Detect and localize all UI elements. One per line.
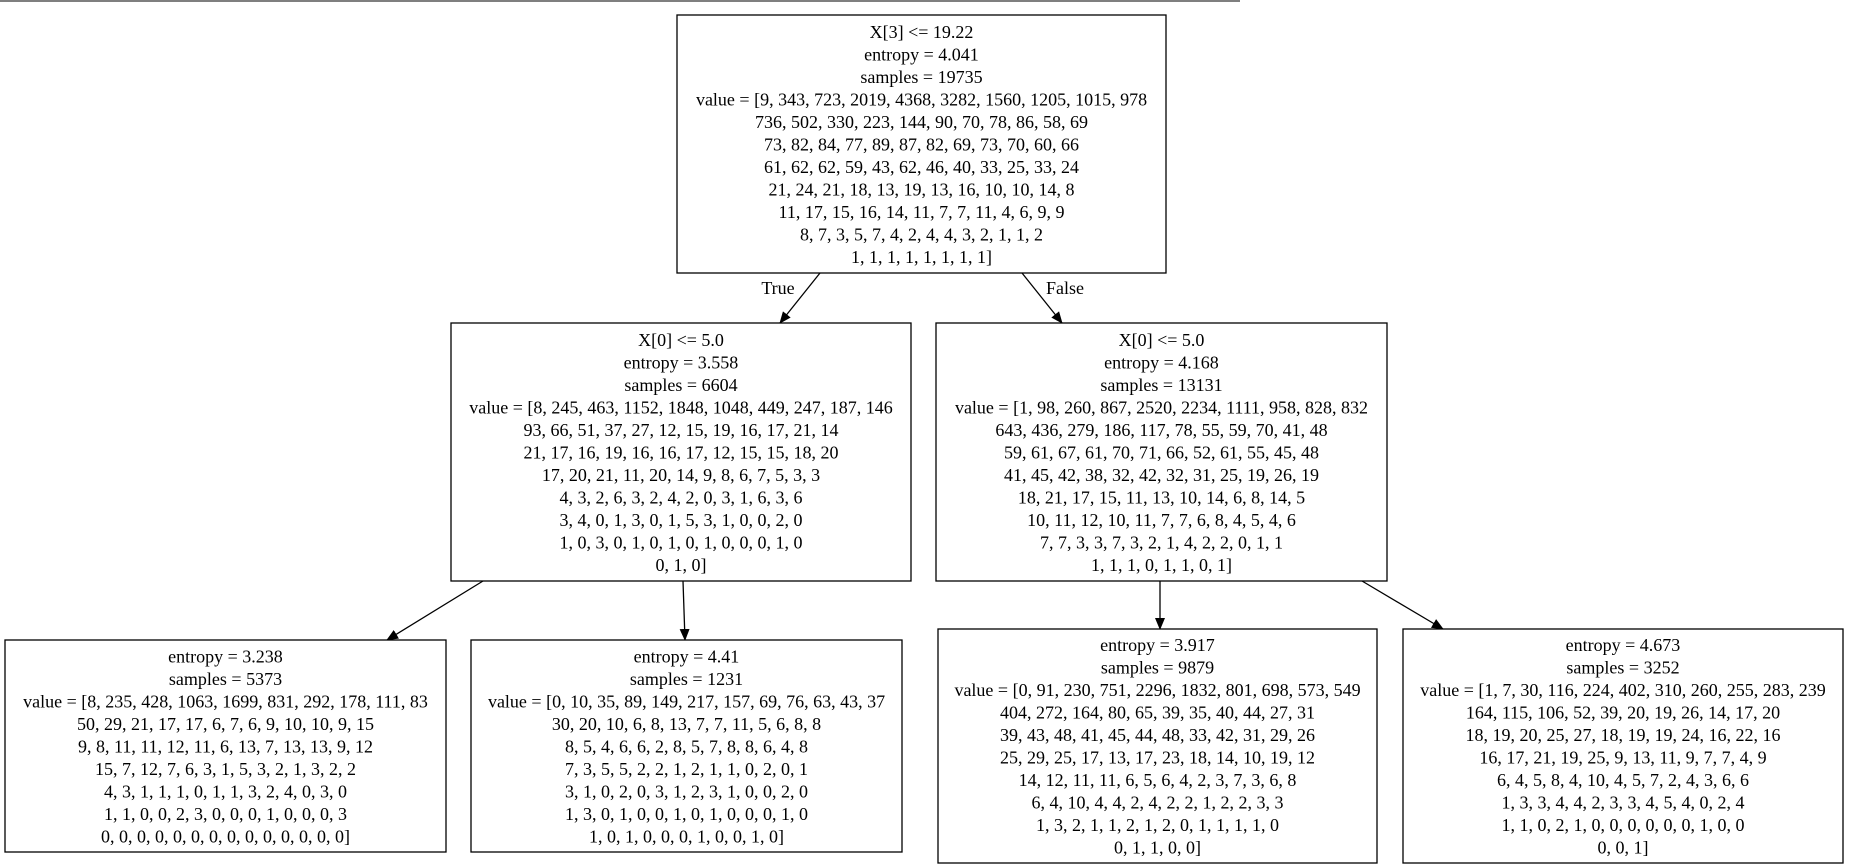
node-line-right-1: entropy = 4.168: [1104, 352, 1219, 372]
edge-right-to-leaf-rr: [1361, 580, 1444, 630]
node-line-left-10: 0, 1, 0]: [656, 555, 707, 575]
node-line-leaf-rr-5: 16, 17, 21, 19, 25, 9, 13, 11, 9, 7, 7, …: [1479, 748, 1766, 768]
node-line-leaf-ll-1: samples = 5373: [169, 669, 282, 689]
edge-label-true: True: [761, 278, 794, 298]
node-line-right-0: X[0] <= 5.0: [1119, 330, 1205, 350]
node-line-left-7: 4, 3, 2, 6, 3, 2, 4, 2, 0, 3, 1, 6, 3, 6: [560, 487, 803, 507]
node-line-left-2: samples = 6604: [624, 375, 737, 395]
node-line-leaf-rr-8: 1, 1, 0, 2, 1, 0, 0, 0, 0, 0, 0, 1, 0, 0: [1502, 815, 1745, 835]
node-line-right-6: 41, 45, 42, 38, 32, 42, 32, 31, 25, 19, …: [1004, 465, 1319, 485]
node-line-leaf-lr-0: entropy = 4.41: [634, 646, 740, 666]
node-line-leaf-lr-4: 8, 5, 4, 6, 6, 2, 8, 5, 7, 8, 8, 6, 4, 8: [565, 736, 808, 756]
node-line-leaf-ll-3: 50, 29, 21, 17, 17, 6, 7, 6, 9, 10, 10, …: [77, 714, 374, 734]
node-line-root-7: 21, 24, 21, 18, 13, 19, 13, 16, 10, 10, …: [769, 179, 1075, 199]
edges-layer: True False: [386, 272, 1444, 641]
node-line-leaf-ll-7: 1, 1, 0, 0, 2, 3, 0, 0, 0, 1, 0, 0, 0, 3: [104, 804, 347, 824]
node-line-left-5: 21, 17, 16, 19, 16, 16, 17, 12, 15, 15, …: [524, 442, 839, 462]
node-line-leaf-lr-8: 1, 0, 1, 0, 0, 0, 1, 0, 0, 1, 0]: [589, 826, 784, 846]
node-line-left-8: 3, 4, 0, 1, 3, 0, 1, 5, 3, 1, 0, 0, 2, 0: [560, 510, 803, 530]
edge-root-to-left: [779, 272, 821, 324]
edge-left-to-leaf-ll: [386, 580, 484, 641]
node-line-leaf-lr-3: 30, 20, 10, 6, 8, 13, 7, 7, 11, 5, 6, 8,…: [552, 714, 821, 734]
node-line-leaf-ll-2: value = [8, 235, 428, 1063, 1699, 831, 2…: [23, 691, 428, 711]
node-line-leaf-rl-9: 0, 1, 1, 0, 0]: [1114, 838, 1201, 858]
node-line-root-0: X[3] <= 19.22: [870, 22, 974, 42]
node-box-left: [450, 322, 912, 582]
node-line-leaf-ll-8: 0, 0, 0, 0, 0, 0, 0, 0, 0, 0, 0, 0, 0, 0…: [101, 826, 350, 846]
node-box-leaf-ll: [4, 639, 447, 853]
node-line-leaf-rr-6: 6, 4, 5, 8, 4, 10, 4, 5, 7, 2, 4, 3, 6, …: [1497, 770, 1749, 790]
node-line-leaf-rr-9: 0, 0, 1]: [1598, 838, 1649, 858]
node-line-right-4: 643, 436, 279, 186, 117, 78, 55, 59, 70,…: [995, 420, 1327, 440]
node-line-leaf-rl-4: 39, 43, 48, 41, 45, 44, 48, 33, 42, 31, …: [1000, 725, 1315, 745]
node-line-leaf-rl-0: entropy = 3.917: [1100, 635, 1215, 655]
node-line-leaf-ll-4: 9, 8, 11, 11, 12, 11, 6, 13, 7, 13, 13, …: [78, 736, 373, 756]
node-line-leaf-rl-3: 404, 272, 164, 80, 65, 39, 35, 40, 44, 2…: [1000, 703, 1315, 723]
node-line-left-4: 93, 66, 51, 37, 27, 12, 15, 19, 16, 17, …: [524, 420, 839, 440]
node-line-leaf-lr-6: 3, 1, 0, 2, 0, 3, 1, 2, 3, 1, 0, 0, 2, 0: [565, 781, 808, 801]
node-line-left-0: X[0] <= 5.0: [638, 330, 724, 350]
node-line-leaf-ll-0: entropy = 3.238: [168, 646, 283, 666]
node-line-right-7: 18, 21, 17, 15, 11, 13, 10, 14, 6, 8, 14…: [1018, 487, 1305, 507]
node-line-root-1: entropy = 4.041: [864, 44, 979, 64]
node-line-leaf-ll-5: 15, 7, 12, 7, 6, 3, 1, 5, 3, 2, 1, 3, 2,…: [95, 759, 356, 779]
node-line-leaf-rl-1: samples = 9879: [1101, 658, 1214, 678]
node-line-right-8: 10, 11, 12, 10, 11, 7, 7, 6, 8, 4, 5, 4,…: [1027, 510, 1296, 530]
node-box-leaf-rl: [937, 628, 1378, 864]
node-line-root-10: 1, 1, 1, 1, 1, 1, 1, 1]: [851, 247, 992, 267]
node-box-leaf-rr: [1402, 628, 1844, 864]
node-line-right-3: value = [1, 98, 260, 867, 2520, 2234, 11…: [955, 397, 1368, 417]
node-line-leaf-rl-6: 14, 12, 11, 11, 6, 5, 6, 4, 2, 3, 7, 3, …: [1019, 770, 1297, 790]
node-line-leaf-lr-5: 7, 3, 5, 5, 2, 2, 1, 2, 1, 1, 0, 2, 0, 1: [565, 759, 808, 779]
node-line-root-3: value = [9, 343, 723, 2019, 4368, 3282, …: [696, 89, 1147, 109]
node-line-leaf-lr-1: samples = 1231: [630, 669, 743, 689]
node-line-left-3: value = [8, 245, 463, 1152, 1848, 1048, …: [469, 397, 892, 417]
node-line-leaf-rl-5: 25, 29, 25, 17, 13, 17, 23, 18, 14, 10, …: [1000, 748, 1315, 768]
node-box-root: [676, 14, 1167, 274]
node-line-root-8: 11, 17, 15, 16, 14, 11, 7, 7, 11, 4, 6, …: [779, 202, 1065, 222]
node-line-root-2: samples = 19735: [860, 67, 982, 87]
node-line-leaf-rr-4: 18, 19, 20, 25, 27, 18, 19, 19, 24, 16, …: [1466, 725, 1781, 745]
node-line-leaf-rl-7: 6, 4, 10, 4, 4, 2, 4, 2, 2, 1, 2, 2, 3, …: [1032, 793, 1284, 813]
node-line-leaf-ll-6: 4, 3, 1, 1, 1, 0, 1, 1, 3, 2, 4, 0, 3, 0: [104, 781, 347, 801]
node-line-left-6: 17, 20, 21, 11, 20, 14, 9, 8, 6, 7, 5, 3…: [542, 465, 820, 485]
node-line-root-6: 61, 62, 62, 59, 43, 62, 46, 40, 33, 25, …: [764, 157, 1079, 177]
node-line-root-9: 8, 7, 3, 5, 7, 4, 2, 4, 4, 3, 2, 1, 1, 2: [800, 224, 1043, 244]
node-line-right-2: samples = 13131: [1100, 375, 1222, 395]
node-box-leaf-lr: [470, 639, 903, 853]
edge-left-to-leaf-lr: [679, 580, 690, 641]
node-line-root-5: 73, 82, 84, 77, 89, 87, 82, 69, 73, 70, …: [764, 134, 1079, 154]
node-line-leaf-lr-2: value = [0, 10, 35, 89, 149, 217, 157, 6…: [488, 691, 885, 711]
node-line-root-4: 736, 502, 330, 223, 144, 90, 70, 78, 86,…: [755, 112, 1088, 132]
edge-root-to-right: [1021, 272, 1063, 324]
node-line-leaf-rr-3: 164, 115, 106, 52, 39, 20, 19, 26, 14, 1…: [1466, 703, 1780, 723]
node-line-right-10: 1, 1, 1, 0, 1, 1, 0, 1]: [1091, 555, 1232, 575]
node-box-right: [935, 322, 1388, 582]
node-line-leaf-rr-2: value = [1, 7, 30, 116, 224, 402, 310, 2…: [1420, 680, 1825, 700]
node-line-leaf-rr-0: entropy = 4.673: [1566, 635, 1681, 655]
node-line-leaf-rl-2: value = [0, 91, 230, 751, 2296, 1832, 80…: [954, 680, 1360, 700]
node-line-leaf-rr-7: 1, 3, 3, 4, 4, 2, 3, 3, 4, 5, 4, 0, 2, 4: [1502, 793, 1745, 813]
node-line-leaf-lr-7: 1, 3, 0, 1, 0, 0, 1, 0, 1, 0, 0, 0, 1, 0: [565, 804, 808, 824]
edge-label-false: False: [1046, 278, 1084, 298]
node-line-right-9: 7, 7, 3, 3, 7, 3, 2, 1, 4, 2, 2, 0, 1, 1: [1040, 532, 1283, 552]
node-line-left-1: entropy = 3.558: [624, 352, 739, 372]
node-line-right-5: 59, 61, 67, 61, 70, 71, 66, 52, 61, 55, …: [1004, 442, 1319, 462]
node-line-leaf-rl-8: 1, 3, 2, 1, 1, 2, 1, 2, 0, 1, 1, 1, 1, 0: [1036, 815, 1279, 835]
node-line-leaf-rr-1: samples = 3252: [1566, 658, 1679, 678]
node-line-left-9: 1, 0, 3, 0, 1, 0, 1, 0, 1, 0, 0, 0, 1, 0: [560, 532, 803, 552]
